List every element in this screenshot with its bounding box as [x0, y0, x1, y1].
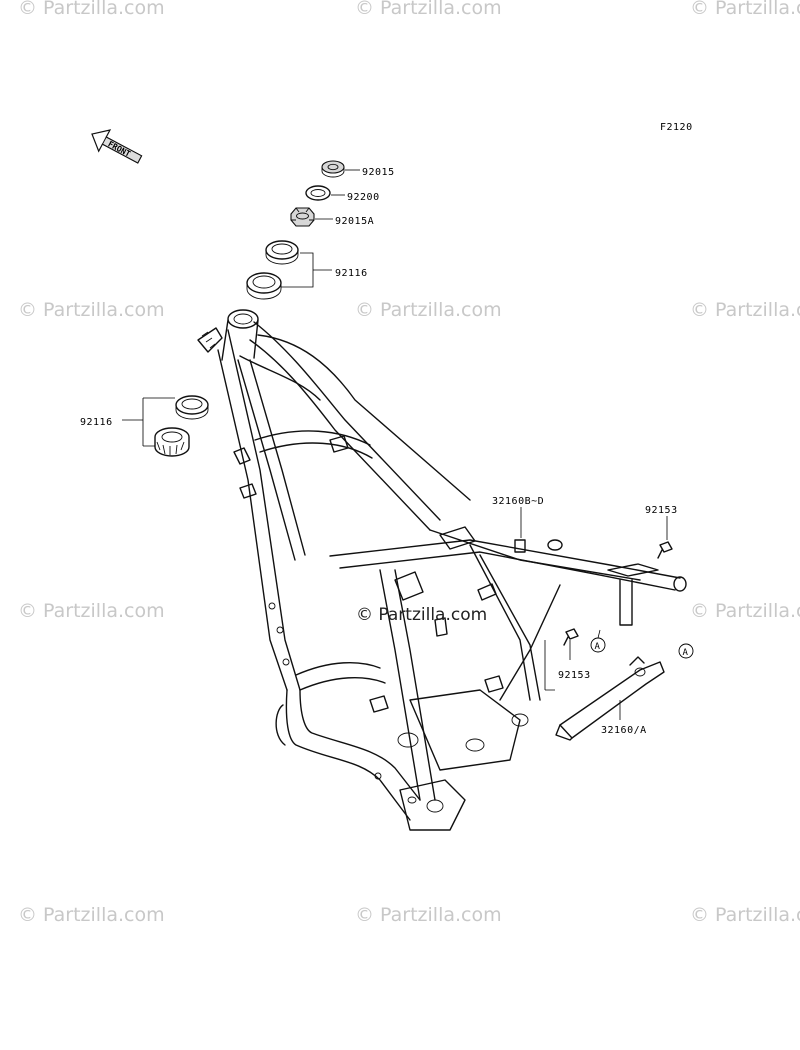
watermark: © Partzilla.com: [18, 299, 165, 321]
frame-drawing: [197, 309, 687, 831]
watermark: © Partzilla.com: [18, 600, 165, 622]
callout-92015A[interactable]: 92015A: [335, 216, 374, 227]
part-92015A-nut-icon: [290, 207, 315, 227]
watermark-group: © Partzilla.com © Partzilla.com © Partzi…: [18, 0, 800, 926]
front-label: FRONT: [106, 139, 132, 158]
callout-92200[interactable]: 92200: [347, 192, 380, 203]
part-92153-bolt-lower-icon: [563, 628, 579, 646]
callout-92116-upper[interactable]: 92116: [335, 268, 368, 279]
watermark: © Partzilla.com: [690, 904, 800, 926]
callout-labels: 92015 92200 92015A 92116 92116 32160B~D …: [80, 167, 678, 736]
callout-92153-upper[interactable]: 92153: [645, 505, 678, 516]
watermark: © Partzilla.com: [355, 0, 502, 19]
callout-92116-lower[interactable]: 92116: [80, 417, 113, 428]
callout-92153-lower[interactable]: 92153: [558, 670, 591, 681]
front-arrow-icon: FRONT: [91, 129, 143, 164]
callout-32160A[interactable]: 32160/A: [601, 725, 647, 736]
watermark: © Partzilla.com: [690, 600, 800, 622]
reference-mark-a-1: A: [590, 637, 606, 653]
reference-mark-a-2: A: [678, 643, 694, 659]
part-92153-bolt-upper-icon: [657, 541, 673, 559]
watermark: © Partzilla.com: [18, 0, 165, 19]
part-92200-washer-icon: [305, 185, 331, 201]
callout-92015[interactable]: 92015: [362, 167, 395, 178]
watermark-center: © Partzilla.com: [356, 605, 487, 625]
watermark: © Partzilla.com: [355, 904, 502, 926]
watermark: © Partzilla.com: [355, 299, 502, 321]
steering-parts: [246, 160, 345, 300]
leader-lines: [122, 169, 668, 720]
part-92116-upper-race-icon: [246, 272, 282, 300]
svg-text:A: A: [683, 648, 689, 658]
svg-text:A: A: [595, 642, 601, 652]
callout-32160BD[interactable]: 32160B~D: [492, 496, 544, 507]
part-32160A-sidestand-icon: [555, 656, 665, 741]
watermark: © Partzilla.com: [690, 0, 800, 19]
part-92015-nut-icon: [321, 160, 345, 178]
diagram-ref-code: F2120: [660, 122, 693, 133]
part-92116-lower-bearing-icon: [154, 395, 209, 457]
watermark: © Partzilla.com: [18, 904, 165, 926]
part-92116-upper-bearing-icon: [265, 240, 299, 265]
watermark: © Partzilla.com: [690, 299, 800, 321]
